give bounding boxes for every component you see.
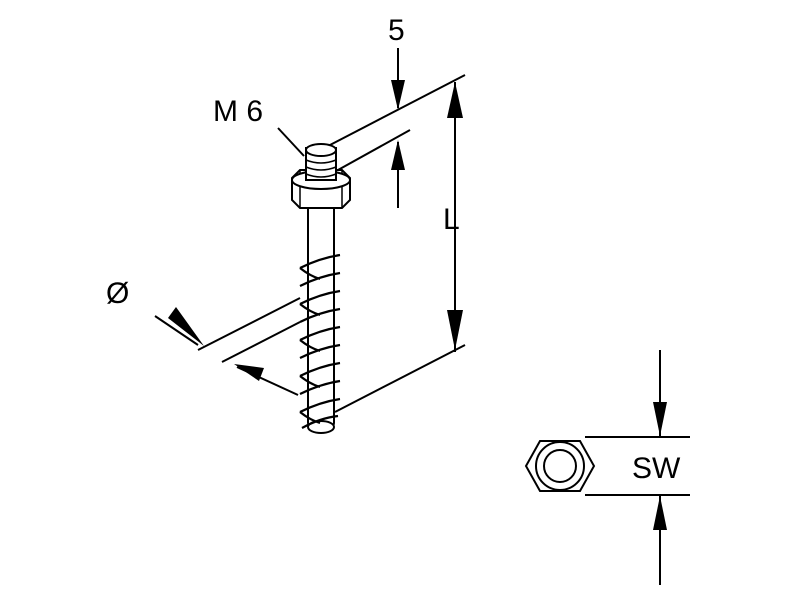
stud-threads	[305, 159, 337, 178]
thread-size-label: M 6	[213, 95, 263, 128]
arrowhead-sw-top	[653, 402, 667, 436]
wrench-size-dimension	[585, 350, 690, 585]
screw-threads	[299, 253, 341, 429]
screw-anchor	[291, 143, 351, 434]
arrowhead-length-bottom	[447, 310, 463, 350]
hex-inner-ring	[543, 449, 577, 483]
arrowhead-length-top	[447, 82, 463, 118]
screw-tip	[307, 420, 335, 434]
arrowhead-dia-right	[234, 364, 264, 381]
ext-line-second	[337, 129, 411, 171]
dia-ext-lower	[221, 321, 301, 363]
dia-ext-upper	[197, 297, 301, 351]
arrowhead-second	[391, 140, 405, 170]
arrowhead-dia-left	[168, 307, 204, 346]
top-offset-label: 5	[388, 14, 405, 47]
diameter-dimension	[154, 297, 301, 396]
ext-line-bottom	[334, 344, 466, 413]
length-dimension	[334, 82, 466, 413]
diameter-label: Ø	[106, 277, 129, 310]
arrowhead-sw-bottom	[653, 496, 667, 530]
arrowhead-top	[391, 80, 405, 110]
dia-arrow-left	[154, 315, 199, 346]
top-offset-dimension	[329, 48, 466, 208]
length-label: L	[443, 203, 460, 236]
ext-line-top	[329, 74, 466, 146]
wrench-size-label: SW	[632, 452, 681, 485]
thread-leader-line	[277, 127, 305, 157]
hex-nut-top-view	[524, 440, 596, 492]
stud-top	[305, 143, 337, 157]
